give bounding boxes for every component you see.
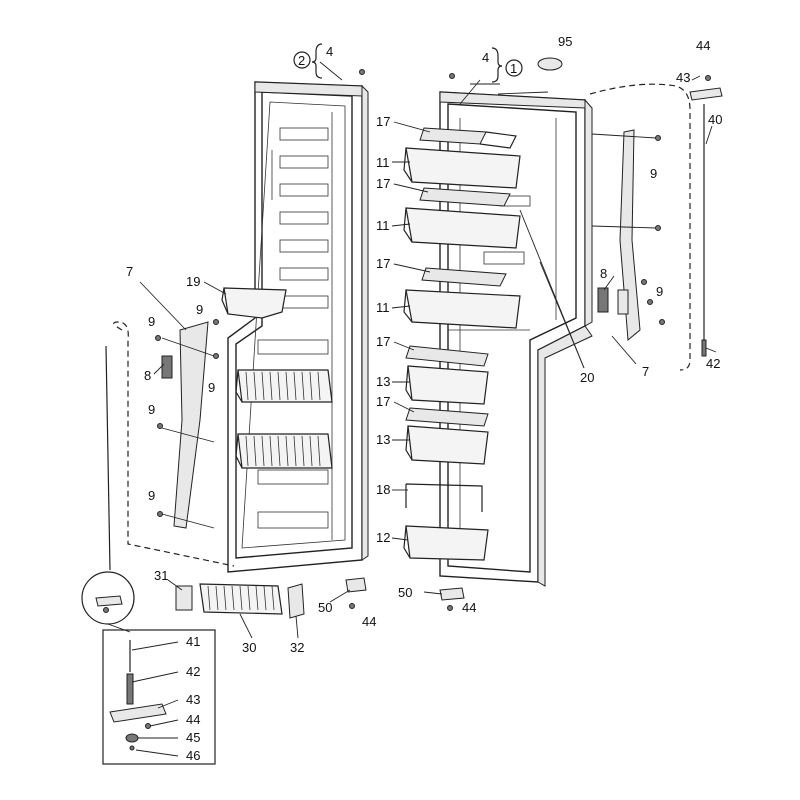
- label-9-left-d: 9: [148, 402, 155, 417]
- left-handle: [161, 321, 209, 529]
- shelf-17c: [421, 267, 507, 287]
- label-43: 43: [186, 692, 200, 707]
- shelf-12: [403, 525, 489, 561]
- shelf-11b: [403, 207, 521, 249]
- label-45: 45: [186, 730, 200, 745]
- label-7-right: 7: [642, 364, 649, 379]
- label-46: 46: [186, 748, 200, 763]
- label-43-top: 43: [676, 70, 690, 85]
- label-11a: 11: [376, 155, 390, 170]
- label-40: 40: [708, 112, 722, 127]
- label-42-right: 42: [706, 356, 720, 371]
- left-door-wire-basket-upper: [235, 369, 333, 403]
- label-17e: 17: [376, 394, 390, 409]
- part-19-tray: [221, 287, 287, 319]
- shelf-17d: [405, 345, 489, 367]
- label-19: 19: [186, 274, 200, 289]
- label-11b: 11: [376, 218, 390, 233]
- label-2: 2: [298, 53, 305, 68]
- shelf-11c: [403, 289, 521, 329]
- left-door-upper-slots: [271, 112, 333, 540]
- label-9-left-a: 9: [196, 302, 203, 317]
- label-44-top: 44: [696, 38, 710, 53]
- label-4-left: 4: [326, 44, 333, 59]
- label-17c: 17: [376, 256, 390, 271]
- label-17b: 17: [376, 176, 390, 191]
- label-44-right: 44: [462, 600, 476, 615]
- right-handle: [597, 129, 641, 342]
- label-9-left-c: 9: [208, 380, 215, 395]
- label-11c: 11: [376, 300, 390, 315]
- right-screws: [591, 133, 665, 325]
- label-9-left-e: 9: [148, 488, 155, 503]
- part-50-left-bracket: [345, 577, 367, 593]
- part-30-basket: [199, 583, 283, 615]
- label-50-left: 50: [318, 600, 332, 615]
- part-50-right-bracket: [439, 587, 465, 601]
- label-13a: 13: [376, 374, 390, 389]
- label-17d: 17: [376, 334, 390, 349]
- part-95-cap: [537, 57, 563, 71]
- label-9-left-b: 9: [148, 314, 155, 329]
- label-13b: 13: [376, 432, 390, 447]
- label-30: 30: [242, 640, 256, 655]
- label-4-right: 4: [482, 50, 489, 65]
- label-18: 18: [376, 482, 390, 497]
- label-9-right-2: 9: [656, 284, 663, 299]
- label-12: 12: [376, 530, 390, 545]
- hinge-detail-inset: [81, 571, 216, 765]
- shelf-17b: [419, 187, 511, 207]
- left-hinge-rod: [113, 321, 235, 567]
- callout-labels: 4 2 4 1 95 44 43 40 17 11 17 11 9 17 11 …: [126, 34, 722, 763]
- label-7-left: 7: [126, 264, 133, 279]
- label-44: 44: [186, 712, 200, 727]
- shelf-13b: [405, 425, 489, 465]
- leader-lines: [131, 75, 717, 757]
- label-8-left: 8: [144, 368, 151, 383]
- shelf-17a: [419, 127, 517, 149]
- left-screws: [155, 319, 219, 529]
- left-door-lower-slots: [257, 339, 329, 529]
- label-95: 95: [558, 34, 572, 49]
- right-hinge-rod: [589, 83, 691, 371]
- left-door: [227, 81, 369, 573]
- shelf-13a: [405, 365, 489, 405]
- part-32-end-cap: [287, 583, 305, 619]
- label-31: 31: [154, 568, 168, 583]
- shelf-17e: [405, 407, 489, 427]
- label-44-left: 44: [362, 614, 376, 629]
- label-9-right: 9: [650, 166, 657, 181]
- label-17a: 17: [376, 114, 390, 129]
- label-42: 42: [186, 664, 200, 679]
- shelf-11a: [403, 147, 521, 189]
- part-31-end-cap: [175, 585, 193, 611]
- label-8-right: 8: [600, 266, 607, 281]
- left-door-wire-basket-lower: [235, 433, 333, 469]
- label-50-right: 50: [398, 585, 412, 600]
- label-32: 32: [290, 640, 304, 655]
- label-20: 20: [580, 370, 594, 385]
- bar-18: [405, 483, 483, 512]
- label-41: 41: [186, 634, 200, 649]
- label-1: 1: [510, 61, 517, 76]
